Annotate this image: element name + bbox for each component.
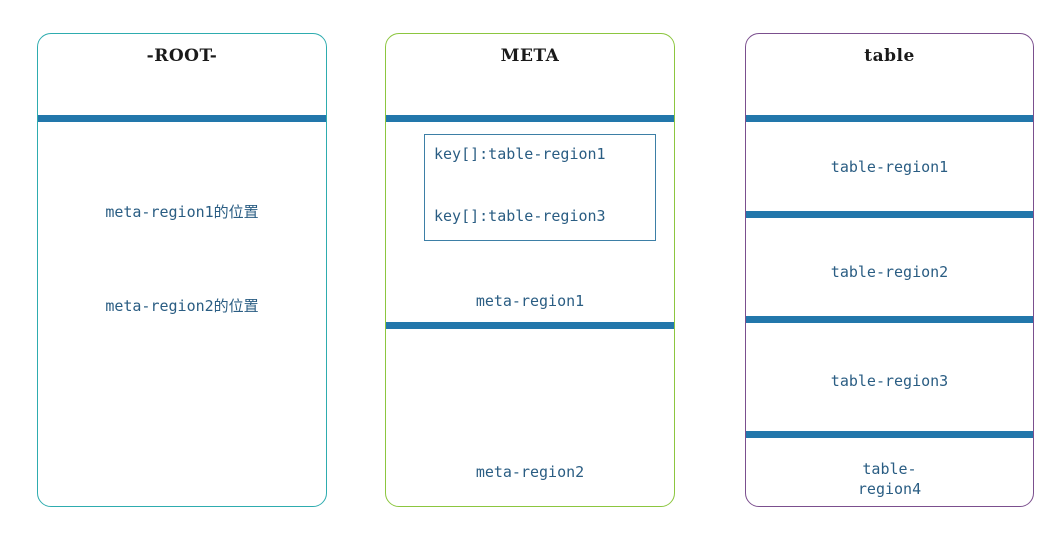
panel-table-label-table-region4: table- region4 (857, 460, 922, 498)
panel-root-label-meta-region2: meta-region2的位置 (105, 297, 259, 315)
panel-meta[interactable]: META key[]:table-region1 key[]:table-reg… (385, 33, 675, 507)
meta-key-entry-2: key[]:table-region3 (434, 207, 606, 225)
panel-table-label-table-region3: table-region3 (830, 372, 949, 390)
panel-table-divider-4 (746, 431, 1033, 438)
panel-meta-divider-1 (386, 115, 674, 122)
meta-key-entry-1: key[]:table-region1 (434, 145, 606, 163)
panel-root[interactable]: -ROOT- meta-region1的位置 meta-region2的位置 (37, 33, 327, 507)
panel-root-label-meta-region1: meta-region1的位置 (105, 203, 259, 221)
panel-table-divider-1 (746, 115, 1033, 122)
panel-root-divider-1 (38, 115, 326, 122)
panel-table-divider-2 (746, 211, 1033, 218)
panel-table-title: table (864, 46, 915, 66)
panel-table[interactable]: table table-region1 table-region2 table-… (745, 33, 1034, 507)
panel-table-label-table-region1: table-region1 (830, 158, 949, 176)
panel-meta-label-meta-region2: meta-region2 (475, 463, 585, 481)
panel-meta-divider-2 (386, 322, 674, 329)
panel-meta-title: META (500, 46, 560, 66)
panel-table-label-table-region2: table-region2 (830, 263, 949, 281)
panel-root-title: -ROOT- (146, 46, 218, 66)
meta-key-box[interactable]: key[]:table-region1 key[]:table-region3 (424, 134, 656, 241)
panel-meta-label-meta-region1: meta-region1 (475, 292, 585, 310)
panel-table-divider-3 (746, 316, 1033, 323)
